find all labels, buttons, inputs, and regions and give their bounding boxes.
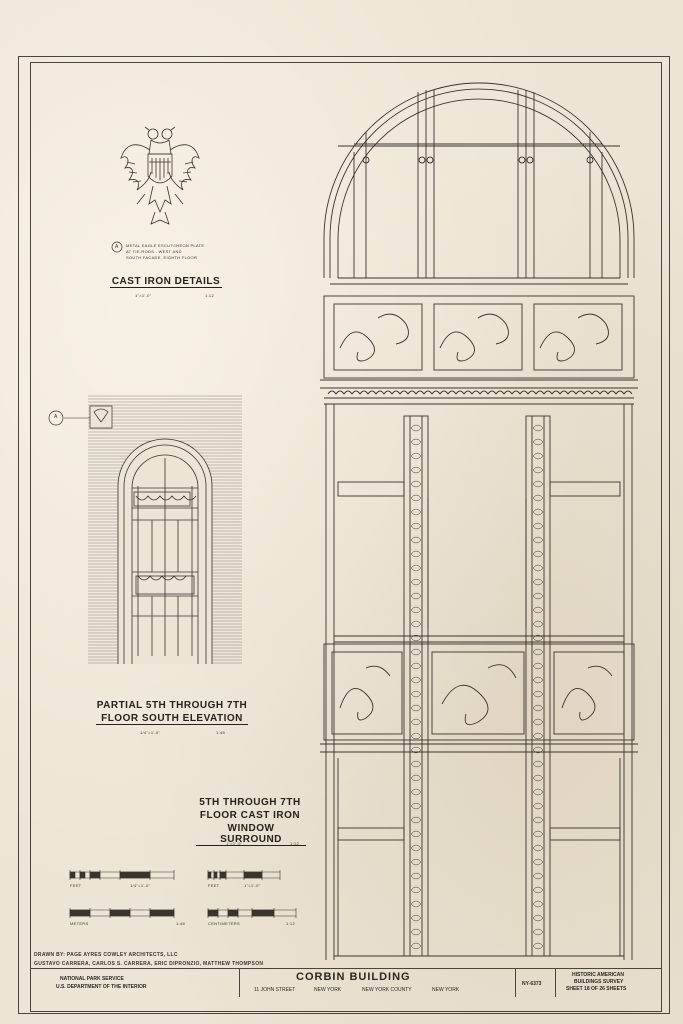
title-block-survey-no: NY-6373 bbox=[516, 969, 556, 997]
building-city: NEW YORK bbox=[314, 987, 342, 993]
building-county: NEW YORK COUNTY bbox=[362, 987, 412, 993]
window-surround-drawing bbox=[320, 82, 638, 960]
scale1-label: 1/4"=1'-0" bbox=[130, 883, 151, 888]
detail-note-line2: AT TIE-RODS - WEST AND bbox=[126, 249, 182, 254]
detail-callout-letter: A bbox=[115, 244, 119, 250]
south-elevation-drawing bbox=[88, 395, 242, 664]
sheet-border-outer bbox=[18, 56, 670, 1014]
elevation-scale-left: 1/4"=1'-0" bbox=[140, 730, 161, 735]
detail-note-line3: SOUTH FACADE, EIGHTH FLOOR bbox=[126, 255, 198, 260]
elevation-title-line2: FLOOR SOUTH ELEVATION bbox=[96, 713, 248, 725]
building-state: NEW YORK bbox=[432, 987, 460, 993]
elevation-scale-right: 1:48 bbox=[216, 730, 225, 735]
surround-scale-right: 1:12 bbox=[290, 841, 299, 846]
detail-note-line1: METAL EAGLE ESCUTCHEON PLATE bbox=[126, 243, 205, 248]
title-block-sheet: HISTORIC AMERICAN BUILDINGS SURVEY SHEET… bbox=[556, 969, 662, 997]
surround-scale-left: 1"=1'-0" bbox=[226, 841, 243, 846]
agency-line1: NATIONAL PARK SERVICE bbox=[60, 976, 124, 982]
graphic-scale-meters-1-48 bbox=[69, 908, 175, 918]
survey-line1: HISTORIC AMERICAN bbox=[572, 972, 624, 978]
survey-line2: BUILDINGS SURVEY bbox=[574, 979, 624, 985]
elevation-callout-letter: A bbox=[54, 414, 58, 420]
title-block: NATIONAL PARK SERVICE U.S. DEPARTMENT OF… bbox=[30, 968, 662, 997]
callout-bubble-icon bbox=[48, 410, 64, 426]
sheet-number: SHEET 18 OF 26 SHEETS bbox=[566, 986, 627, 992]
scale1-feet-label: FEET bbox=[70, 883, 82, 888]
drawn-by: DRAWN BY: PAGE AYRES COWLEY ARCHITECTS, … bbox=[34, 952, 178, 958]
detail-scale-right: 1:12 bbox=[205, 293, 214, 298]
cast-iron-details-title: CAST IRON DETAILS bbox=[110, 276, 222, 288]
graphic-scale-cm-1-12 bbox=[207, 908, 297, 918]
graphic-scale-feet-1-48 bbox=[69, 870, 175, 880]
scale1-ratio: 1:48 bbox=[176, 921, 185, 926]
callout-bubble-icon bbox=[111, 241, 123, 253]
surround-title-line3: WINDOW SURROUND bbox=[196, 823, 306, 846]
elevation-title-line1: PARTIAL 5TH THROUGH 7TH bbox=[96, 700, 248, 711]
scale2-feet-label: FEET bbox=[208, 883, 220, 888]
scale2-label: 1"=1'-0" bbox=[244, 883, 261, 888]
title-block-building: CORBIN BUILDING 11 JOHN STREET NEW YORK … bbox=[240, 969, 516, 997]
detail-scale-left: 1"=1'-0" bbox=[135, 293, 152, 298]
scale2-ratio: 1:12 bbox=[286, 921, 295, 926]
sheet-border-inner bbox=[30, 62, 662, 1012]
surround-title-line2: FLOOR CAST IRON bbox=[199, 810, 301, 821]
eagle-escutcheon-icon bbox=[120, 126, 200, 225]
leader-line-icon bbox=[64, 417, 94, 419]
scale1-meters-label: METERS bbox=[70, 921, 89, 926]
surround-title-line1: 5TH THROUGH 7TH bbox=[199, 797, 301, 808]
building-address: 11 JOHN STREET bbox=[254, 987, 296, 993]
graphic-scale-feet-1-12 bbox=[207, 870, 281, 880]
agency-line2: U.S. DEPARTMENT OF THE INTERIOR bbox=[56, 984, 147, 990]
title-block-agency: NATIONAL PARK SERVICE U.S. DEPARTMENT OF… bbox=[30, 969, 240, 997]
drafter-names: GUSTAVO CARRERA, CARLOS S. CARRERA, ERIC… bbox=[34, 961, 264, 967]
survey-number: NY-6373 bbox=[522, 981, 542, 987]
scale2-centimeters-label: CENTIMETERS bbox=[208, 921, 240, 926]
building-name: CORBIN BUILDING bbox=[296, 971, 411, 983]
